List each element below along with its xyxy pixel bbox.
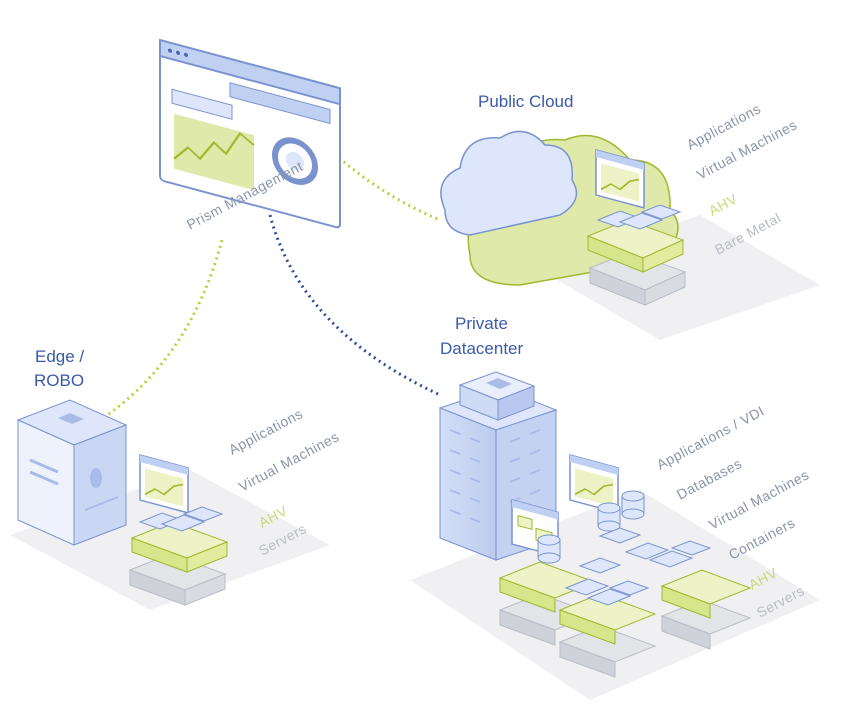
cloud-layer-ahv: AHV: [706, 190, 740, 218]
database-cylinder-icon: [537, 490, 645, 564]
link-prism-to-datacenter: [268, 214, 441, 397]
link-prism-to-cloud: [328, 148, 441, 222]
edge-title-line1: Edge /: [35, 347, 84, 366]
cloud-stack: [586, 149, 687, 306]
dc-layer-containers: Containers: [726, 514, 798, 562]
edge-title-line2: ROBO: [34, 371, 84, 390]
dc-layer-applications-vdi: Applications / VDI: [654, 402, 767, 472]
datacenter-stacks: [498, 454, 752, 678]
prism-window-icon: [159, 38, 341, 229]
edge-stack: [128, 454, 229, 606]
link-prism-to-edge: [99, 239, 224, 422]
dc-layer-databases: Databases: [674, 455, 745, 503]
public-cloud-title: Public Cloud: [478, 92, 573, 111]
building-icon: [438, 371, 558, 561]
server-tower-icon: [16, 399, 128, 546]
datacenter-title-line1: Private: [455, 314, 508, 333]
datacenter-title-line2: Datacenter: [440, 339, 523, 358]
